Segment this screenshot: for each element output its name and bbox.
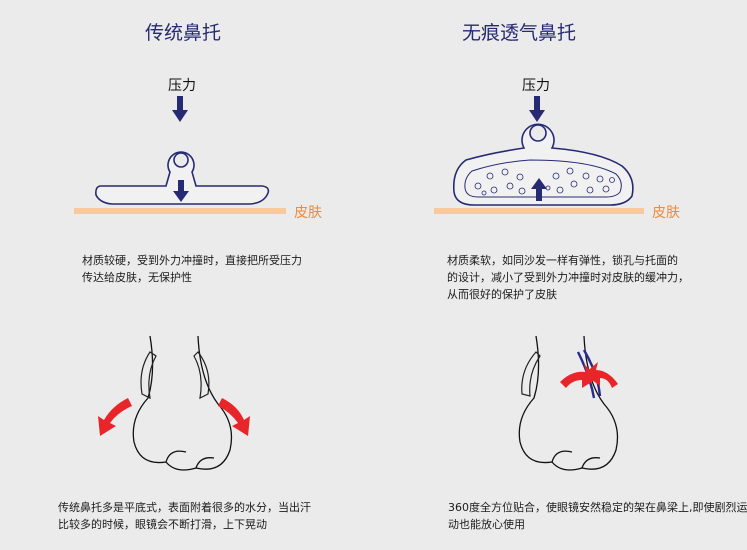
breathable-pad-description: 材质柔软，如同沙发一样有弹性，锁孔与托面的 的设计，减小了受到外力冲撞时对皮肤的… xyxy=(447,252,697,303)
left-transfer-arrow xyxy=(173,180,189,202)
description-line: 材质较硬，受到外力冲撞时，直接把所受压力 xyxy=(82,254,302,267)
pressure-label-right: 压力 xyxy=(522,78,550,94)
skin-strip-right xyxy=(434,208,644,214)
note-line: 比较多的时候，眼镜会不断打滑，上下晃动 xyxy=(58,518,267,531)
note-line: 动也能放心使用 xyxy=(448,518,525,531)
description-line: 的设计，减小了受到外力冲撞时对皮肤的缓冲力， xyxy=(447,271,689,284)
breathable-nose-pad-title: 无痕透气鼻托 xyxy=(462,22,577,44)
red-grip-arrows xyxy=(560,362,618,388)
breathable-pad-shape xyxy=(452,123,634,206)
skin-strip-left xyxy=(74,208,286,214)
left-pressure-arrow xyxy=(172,96,188,122)
right-support-arrow xyxy=(531,178,547,201)
pressure-label-left: 压力 xyxy=(168,78,196,94)
breathable-holes xyxy=(474,167,615,196)
red-slip-arrow-left xyxy=(98,398,132,436)
nose-outline-right xyxy=(518,335,619,471)
note-line: 传统鼻托多是平底式，表面附着很多的水分，当出汗 xyxy=(58,501,311,514)
description-line: 从而很好的保护了皮肤 xyxy=(447,288,557,301)
fitted-pad-left xyxy=(521,351,541,397)
nose-outline-left xyxy=(132,335,233,471)
right-pressure-arrow xyxy=(529,96,545,122)
red-slip-arrow-right xyxy=(218,398,250,436)
traditional-pad-bottom-note: 传统鼻托多是平底式，表面附着很多的水分，当出汗 比较多的时候，眼镜会不断打滑，上… xyxy=(58,499,338,533)
skin-label-right: 皮肤 xyxy=(652,205,680,221)
note-line: 360度全方位贴合，使眼镜安然稳定的架在鼻梁上,即使剧烈运 xyxy=(448,501,747,514)
breathable-pad-bottom-note: 360度全方位贴合，使眼镜安然稳定的架在鼻梁上,即使剧烈运 动也能放心使用 xyxy=(448,499,747,533)
description-line: 传达给皮肤，无保护性 xyxy=(82,271,192,284)
skin-label-left: 皮肤 xyxy=(294,205,322,221)
traditional-pad-description: 材质较硬，受到外力冲撞时，直接把所受压力 传达给皮肤，无保护性 xyxy=(82,252,352,286)
traditional-pad-shape xyxy=(95,151,270,205)
slipping-pads-left xyxy=(140,351,210,400)
description-line: 材质柔软，如同沙发一样有弹性，锁孔与托面的 xyxy=(447,254,678,267)
traditional-nose-pad-title: 传统鼻托 xyxy=(145,22,222,44)
